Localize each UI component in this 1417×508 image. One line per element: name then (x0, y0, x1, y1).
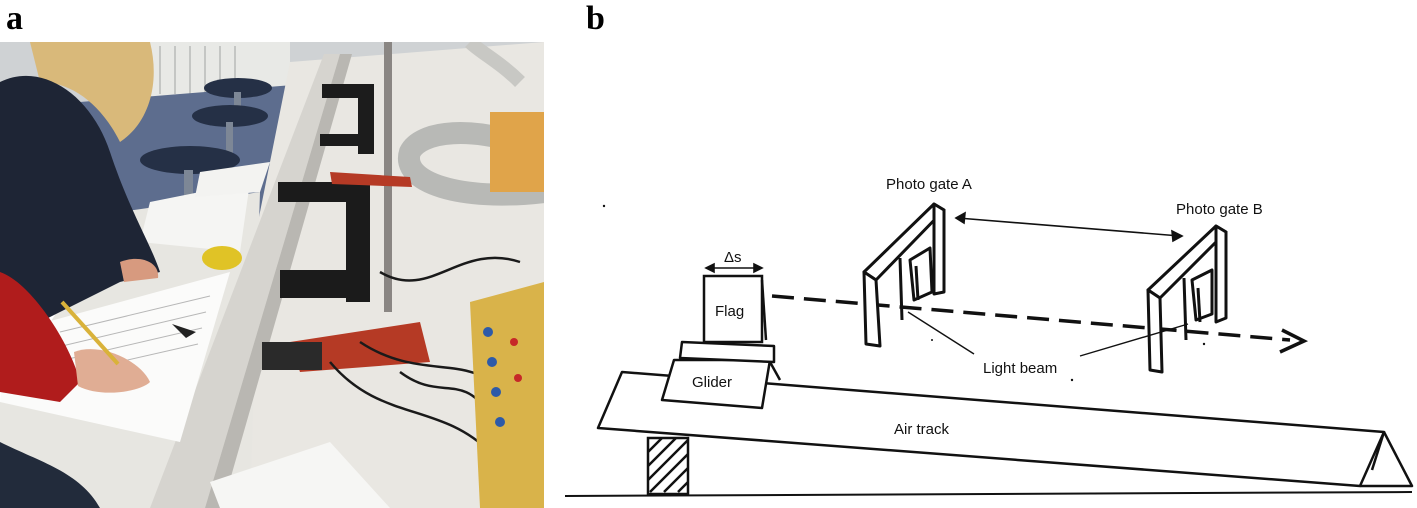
tape-measure (202, 246, 242, 270)
lab-photograph (0, 42, 544, 508)
panel-label-b: b (586, 0, 605, 37)
control-box (470, 282, 544, 508)
red-sleeve (0, 272, 80, 402)
photo-gate-a (862, 202, 946, 348)
photogate-top-photo (320, 84, 374, 154)
gate-distance-arrow (954, 211, 1184, 243)
label-air-track: Air track (894, 421, 950, 438)
air-track-rail (150, 54, 340, 508)
air-track-diagram: Photo gate A Photo gate B Δs Flag Glider… (560, 150, 1417, 508)
air-track (596, 370, 1414, 488)
light-beam-pointers (907, 311, 1189, 357)
stools (140, 78, 272, 208)
ground-line (564, 491, 1413, 497)
student-hair (30, 42, 154, 142)
flag (702, 274, 768, 344)
label-photo-gate-b: Photo gate B (1176, 201, 1263, 218)
label-flag: Flag (715, 303, 744, 320)
photo-gate-b (1146, 224, 1228, 374)
delta-s-arrow (704, 262, 764, 274)
label-light-beam: Light beam (983, 360, 1057, 377)
paper-sheet (140, 182, 250, 252)
support-block (646, 436, 690, 496)
label-glider: Glider (692, 374, 732, 391)
sketch-dots (602, 204, 1206, 382)
pencil (60, 300, 120, 366)
light-beam-arrow (771, 294, 1309, 354)
label-delta-s: Δs (724, 249, 742, 266)
label-photo-gate-a: Photo gate A (886, 176, 972, 193)
pump-box (490, 112, 544, 192)
photogate-bottom-photo (278, 182, 370, 302)
glider (660, 340, 782, 410)
student-hand (120, 258, 159, 282)
panel-label-a: a (6, 0, 23, 37)
student-sweater (0, 75, 160, 342)
writing-hand (74, 349, 150, 393)
air-hose (398, 122, 544, 206)
